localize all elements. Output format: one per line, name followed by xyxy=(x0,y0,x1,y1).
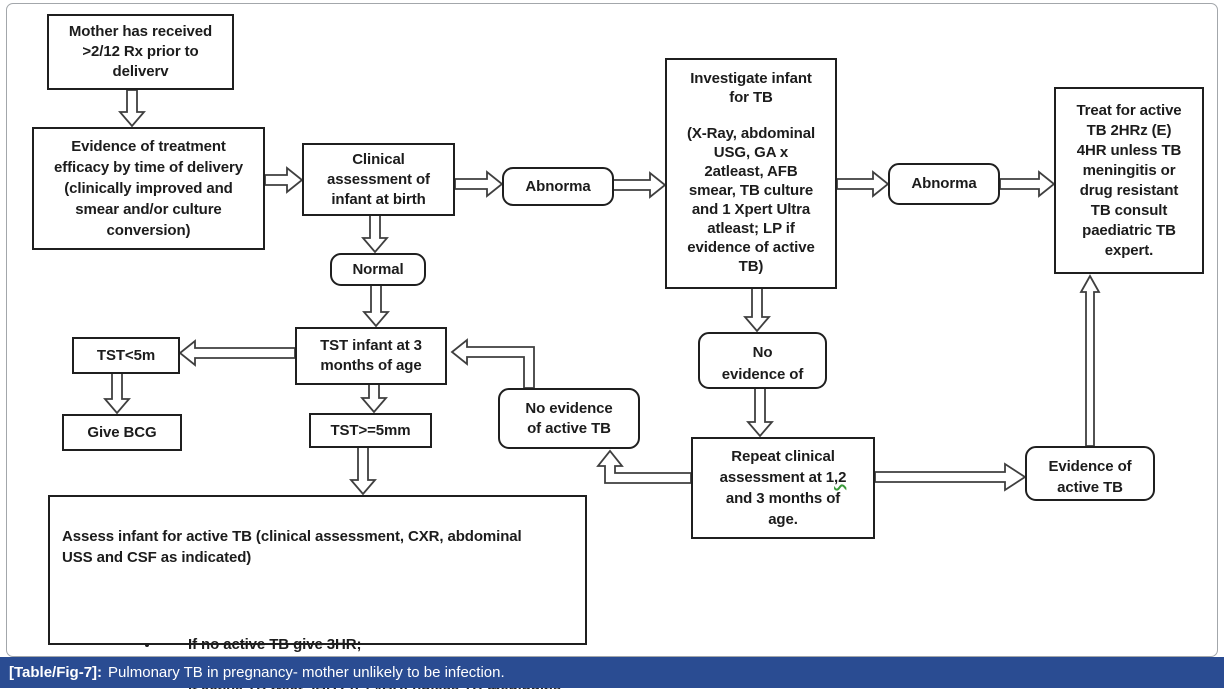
arrow-evidence-to-clinical xyxy=(264,166,304,194)
node-assess-infant: Assess infant for active TB (clinical as… xyxy=(48,495,587,689)
repeat-text: Repeat clinical assessment at 1,2 and 3 … xyxy=(719,448,847,528)
caption-bar: [Table/Fig-7]: Pulmonary TB in pregnancy… xyxy=(0,657,1224,688)
node-abnormal-1: Abnorma xyxy=(502,167,614,206)
arrow-normal-to-tst xyxy=(362,284,390,328)
investigate-title: Investigate infant for TB xyxy=(690,70,812,106)
node-tst-ge-5: TST>=5mm xyxy=(309,413,432,448)
arrow-mother-to-evidence xyxy=(118,89,146,128)
node-abnormal-2: Abnorma xyxy=(888,163,1000,205)
arrow-tst-to-tstge xyxy=(360,383,388,414)
arrow-investigate-to-noevidence xyxy=(743,287,771,333)
arrow-evidenceactive-to-treat xyxy=(1079,274,1101,447)
node-give-bcg: Give BCG xyxy=(62,414,182,451)
arrow-noevidence-to-repeat xyxy=(746,387,774,438)
assess-heading: Assess infant for active TB (clinical as… xyxy=(62,528,522,566)
figure-border xyxy=(6,3,1218,657)
arrow-tstless-to-bcg xyxy=(103,372,131,415)
node-tst-infant: TST infant at 3 months of age xyxy=(295,327,447,385)
arrow-investigate-to-abnormal2 xyxy=(836,170,890,198)
caption-text: Pulmonary TB in pregnancy- mother unlike… xyxy=(108,664,505,681)
node-tst-less-5: TST<5m xyxy=(72,337,180,374)
assess-bullet-1: If no active TB give 3HR; xyxy=(160,634,573,655)
arrow-clinical-to-abnormal1 xyxy=(454,170,504,198)
node-treat-active-tb: Treat for active TB 2HRz (E) 4HR unless … xyxy=(1054,87,1204,274)
node-no-evidence-active-tb: No evidence of active TB xyxy=(498,388,640,449)
node-investigate-infant: Investigate infant for TB (X-Ray, abdomi… xyxy=(665,58,837,289)
arrow-tstge-to-assess xyxy=(349,446,377,496)
node-evidence-active-tb: Evidence of active TB xyxy=(1025,446,1155,501)
node-no-evidence-of: No evidence of xyxy=(698,332,827,389)
node-normal: Normal xyxy=(330,253,426,286)
caption-label: [Table/Fig-7]: xyxy=(9,664,103,681)
arrow-noevidenceactive-to-tst xyxy=(450,338,535,389)
arrow-tst-to-tstless xyxy=(178,339,296,367)
arrow-repeat-to-evidenceactive xyxy=(874,462,1027,492)
investigate-body: (X-Ray, abdominal USG, GA x 2atleast, AF… xyxy=(686,125,816,275)
node-mother-rx: Mother has received >2/12 Rx prior to de… xyxy=(47,14,234,90)
arrow-clinical-to-normal xyxy=(361,214,389,254)
spellcheck-underline: ,2 xyxy=(834,469,847,486)
node-clinical-assessment: Clinical assessment of infant at birth xyxy=(302,143,455,216)
node-repeat-assessment: Repeat clinical assessment at 1,2 and 3 … xyxy=(691,437,875,539)
arrow-abnormal1-to-investigate xyxy=(612,171,667,199)
arrow-repeat-to-noevidenceactive xyxy=(596,449,692,484)
node-evidence-treatment: Evidence of treatment efficacy by time o… xyxy=(32,127,265,250)
arrow-abnormal2-to-treat xyxy=(999,170,1056,198)
